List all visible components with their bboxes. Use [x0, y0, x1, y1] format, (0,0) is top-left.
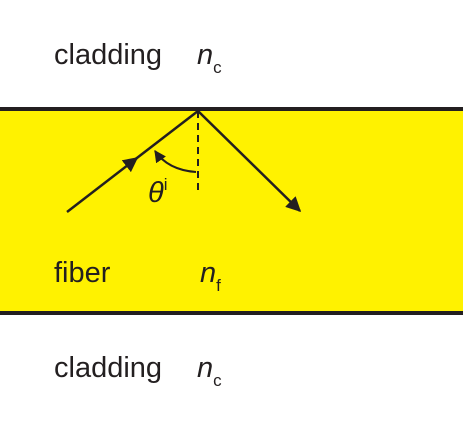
top-index-symbol: n: [197, 39, 213, 71]
fiber-label: fiber: [54, 257, 111, 289]
fiber-index-subscript: f: [216, 276, 221, 295]
angle-superscript: i: [164, 175, 168, 194]
top-index-subscript: c: [213, 58, 222, 77]
bottom-index-symbol: n: [197, 352, 213, 384]
incident-ray-lower: [66, 157, 139, 213]
top-cladding-label: cladding: [54, 39, 162, 71]
reflected-ray: [197, 110, 302, 213]
bottom-index-subscript: c: [213, 371, 222, 390]
fiber-index-symbol: n: [200, 257, 216, 289]
angle-arc: [154, 150, 197, 173]
fiber-index: nf: [200, 257, 221, 295]
bottom-cladding-label: cladding: [54, 352, 162, 384]
bottom-cladding-index: nc: [197, 352, 222, 390]
angle-symbol: θ: [148, 177, 164, 209]
angle-label: θi: [148, 175, 168, 209]
incident-ray-upper: [132, 110, 199, 162]
top-cladding-index: nc: [197, 39, 222, 77]
